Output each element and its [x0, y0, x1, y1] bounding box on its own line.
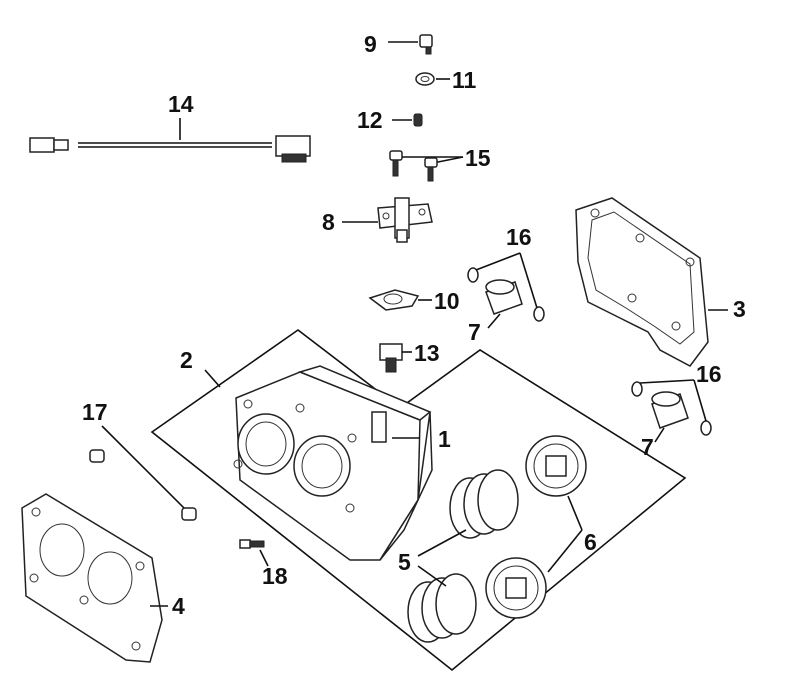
callout-13: 13 — [414, 340, 440, 366]
bolt-18 — [239, 539, 269, 567]
tensioner-8 — [342, 197, 433, 243]
dowel-7-lower — [651, 391, 689, 443]
bolts-15 — [389, 150, 464, 182]
piston-6-lower — [485, 557, 547, 619]
sensor-harness-14 — [29, 118, 311, 163]
callout-16-top: 16 — [506, 224, 532, 250]
callout-6: 6 — [584, 529, 597, 555]
leader-5a — [417, 529, 467, 557]
cylinder-block-1 — [233, 365, 433, 561]
washer-11 — [415, 72, 450, 86]
orings-16-lower — [631, 379, 712, 436]
callout-3: 3 — [733, 296, 746, 322]
bolt-9 — [388, 34, 433, 55]
dowel-7-top — [485, 279, 523, 329]
callout-7-lower: 7 — [641, 434, 654, 460]
leader-6 — [567, 495, 583, 531]
callout-10: 10 — [434, 288, 460, 314]
gasket-4 — [21, 493, 168, 663]
pin-12 — [392, 113, 423, 127]
callout-15: 15 — [465, 145, 491, 171]
callout-2: 2 — [180, 347, 193, 373]
callout-1: 1 — [438, 426, 451, 452]
callout-7-top: 7 — [468, 319, 481, 345]
piston-rings-5-lower — [407, 573, 477, 643]
piston-rings-5-upper — [449, 469, 519, 539]
callout-5: 5 — [398, 549, 411, 575]
callout-12: 12 — [357, 107, 383, 133]
temp-sensor-13 — [379, 343, 412, 373]
piston-6-upper — [525, 435, 587, 497]
leader-6b — [547, 529, 583, 573]
callout-11: 11 — [452, 67, 477, 93]
callout-16-lower: 16 — [696, 361, 722, 387]
leader-5b — [417, 565, 447, 587]
dowels-17 — [89, 425, 197, 521]
gasket-10 — [368, 289, 432, 311]
callout-4: 4 — [172, 593, 185, 619]
callout-8: 8 — [322, 209, 335, 235]
callout-17: 17 — [82, 399, 108, 425]
gasket-3 — [575, 197, 728, 367]
orings-16-top — [467, 252, 545, 322]
callout-9: 9 — [364, 31, 377, 57]
leader-2 — [204, 369, 221, 388]
callout-14: 14 — [168, 91, 194, 117]
callout-18: 18 — [262, 563, 288, 589]
